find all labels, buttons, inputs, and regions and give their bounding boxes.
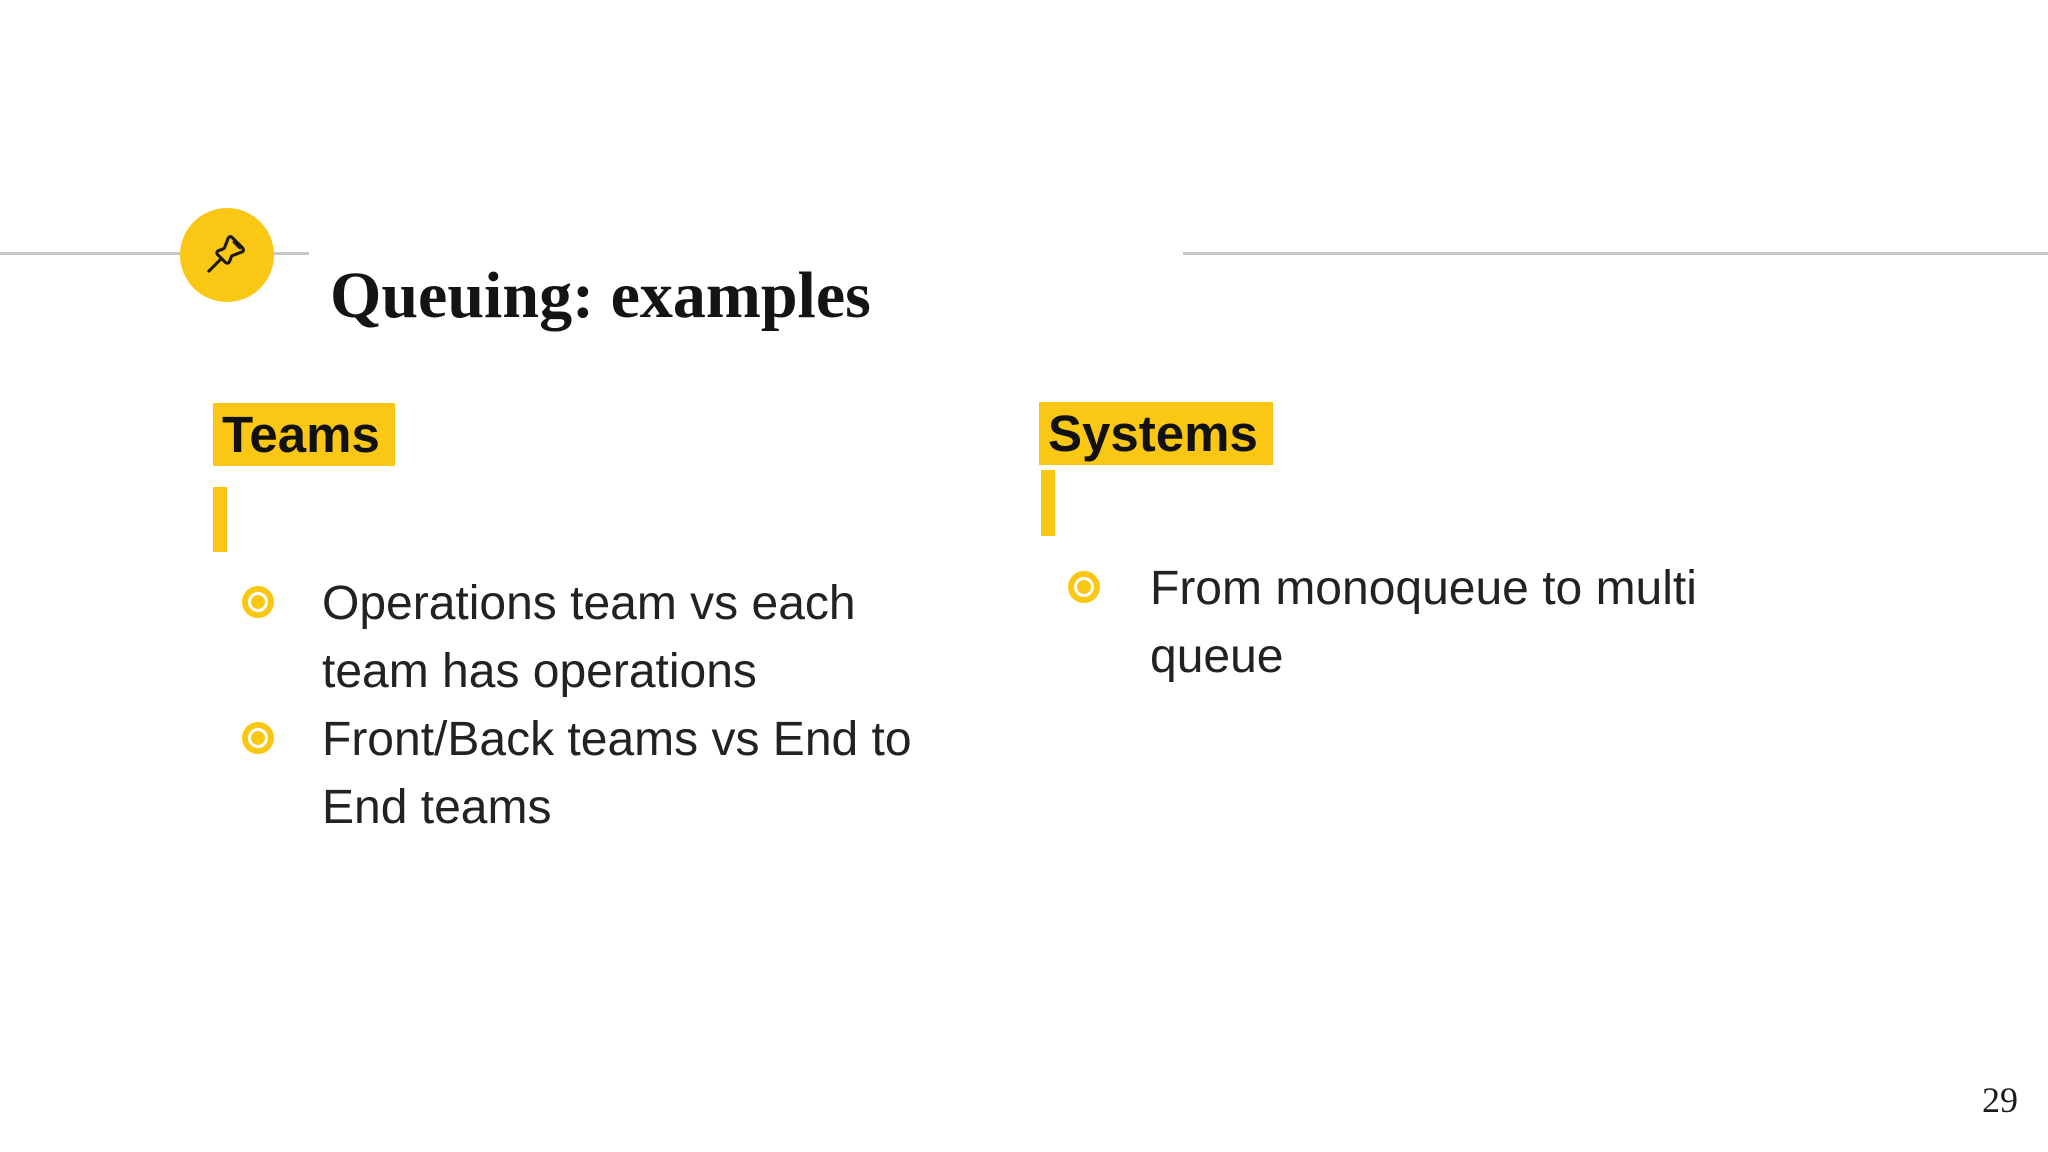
page-number: 29 [1982,1080,2018,1120]
header-rule-right [1183,252,2048,255]
pushpin-icon [196,222,258,289]
bullet-icon [242,722,274,754]
bullet-text: Front/Back teams vs End to End teams [322,713,912,834]
bullet-text: From monoqueue to multi queue [1150,562,1697,683]
list-item: Front/Back teams vs End to End teams [242,706,962,842]
bullet-icon [242,586,274,618]
systems-accent-bar [1041,470,1055,536]
teams-bullet-list: Operations team vs each team has operati… [242,570,962,842]
list-item: Operations team vs each team has operati… [242,570,962,706]
list-item: From monoqueue to multi queue [1068,555,1770,691]
systems-bullet-list: From monoqueue to multi queue [1068,555,1770,691]
slide-title: Queuing: examples [330,259,871,333]
header-rule-left [0,252,309,255]
column-heading-teams: Teams [213,403,395,466]
bullet-icon [1068,571,1100,603]
pushpin-badge [180,208,274,302]
column-heading-systems: Systems [1039,402,1273,465]
bullet-text: Operations team vs each team has operati… [322,577,856,698]
teams-accent-bar [213,487,227,552]
